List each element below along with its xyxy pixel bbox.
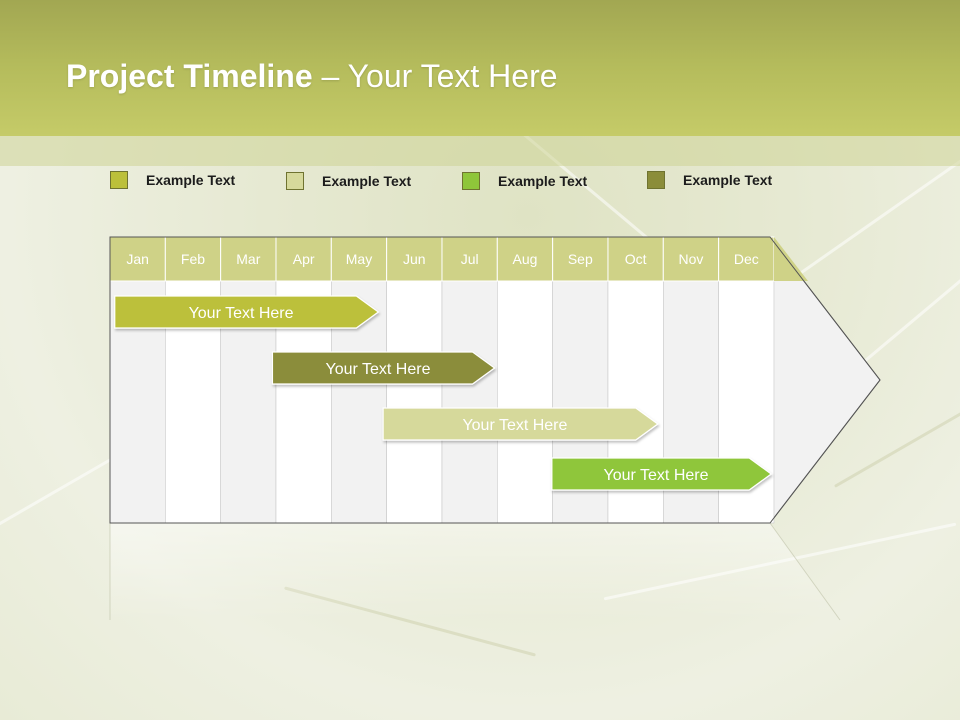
month-column-jun [386,280,443,524]
month-column-aug [497,280,553,524]
month-header-cell-may [330,236,388,282]
task-bar-label-2: Your Text Here [326,361,431,378]
month-label-jul: Jul [461,251,479,267]
task-bar-2 [271,351,496,385]
legend-swatch-1 [110,171,128,189]
reflection-diagonal [769,522,841,621]
task-bar-label-3: Your Text Here [462,417,567,434]
legend-item-1: Example Text [110,171,235,189]
legend-label-2: Example Text [322,173,412,189]
title-bold: Project Timeline [66,58,313,94]
task-bar-1 [114,295,380,329]
month-label-feb: Feb [181,251,205,267]
month-column-jul [441,280,498,524]
month-label-dec: Dec [734,251,759,267]
month-label-aug: Aug [513,251,538,267]
month-header-cell-jan [109,236,166,282]
task-bar-label-1: Your Text Here [189,305,294,322]
month-label-jun: Jun [403,251,426,267]
legend-label-1: Example Text [146,172,236,188]
legend-item-4: Example Text [647,171,772,189]
timeline-outline [109,236,881,524]
month-header-cell-sep [552,236,609,282]
task-bar-4 [551,457,773,491]
month-label-nov: Nov [679,251,704,267]
title-band [0,136,960,166]
legend-item-3: Example Text [462,172,587,190]
month-header-cell-apr [275,236,332,282]
title-bar [0,0,960,136]
month-header-cell-nov [662,236,720,282]
month-label-sep: Sep [568,251,593,267]
month-header-cell-oct [607,236,664,282]
month-header-arrow-tip [773,237,808,281]
task-bar-3 [382,407,659,441]
legend-label-3: Example Text [498,173,588,189]
month-header-cell-mar [220,236,277,282]
task-bar-label-4: Your Text Here [604,467,709,484]
month-header-cell-feb [164,236,222,282]
page-title: Project Timeline – Your Text Here [66,58,558,95]
month-label-mar: Mar [236,251,260,267]
legend-swatch-2 [286,172,304,190]
timeline-reflection [110,523,840,620]
month-label-jan: Jan [126,251,149,267]
legend-item-2: Example Text [286,172,411,190]
legend-swatch-4 [647,171,665,189]
title-subtitle: – Your Text Here [312,58,558,94]
legend-label-4: Example Text [683,172,773,188]
month-header-cell-jun [386,236,443,282]
month-header-row: Jan Feb Mar Apr May Jun Jul Aug Sep Oct Nov Dec [109,236,808,282]
month-label-oct: Oct [625,251,647,267]
month-header-cell-aug [496,236,554,282]
month-header-cell-jul [441,236,498,282]
month-label-may: May [346,251,372,267]
legend-swatch-3 [462,172,480,190]
month-label-apr: Apr [293,251,315,267]
